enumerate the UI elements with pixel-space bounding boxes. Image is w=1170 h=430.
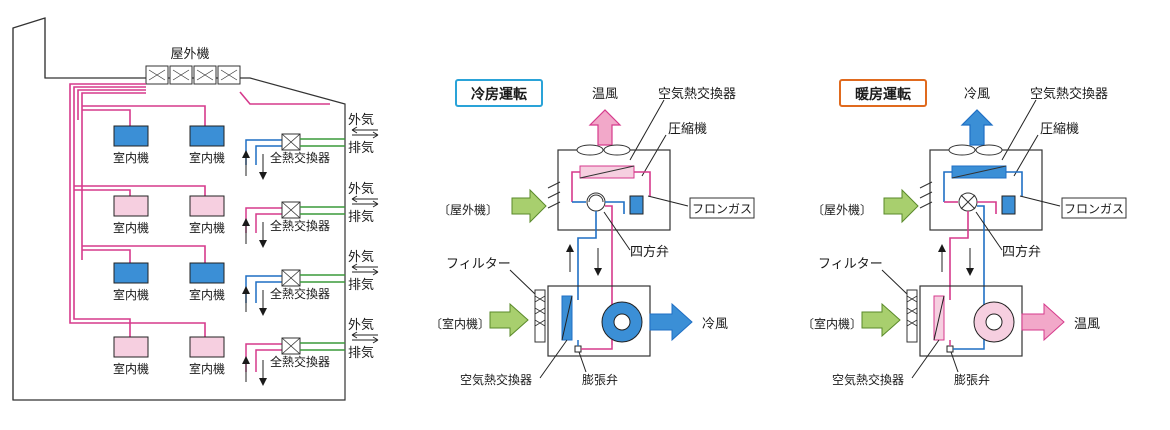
air-labels: 外気 排気 外気 排気 外気 排気 外気 排気 — [348, 112, 379, 361]
out-air-label: 温風 — [1074, 317, 1100, 332]
outside-air-label: 外気 — [348, 181, 374, 197]
outdoor-label: 〔屋外機〕 — [438, 202, 498, 217]
cooling-mode-title: 冷房運転 — [471, 86, 527, 103]
outside-air-label: 外気 — [348, 112, 374, 128]
outdoor-unit-box — [929, 149, 1043, 231]
air-hx-label: 空気熱交換器 — [658, 86, 736, 102]
air-hx-label: 空気熱交換器 — [1030, 86, 1108, 102]
outside-air-label: 外気 — [348, 249, 374, 265]
outdoor-unit-label: 屋外機 — [170, 47, 209, 62]
cooling-panel: 冷房運転 温風 空気熱交換器 圧縮機 〔屋外機〕 フロンガス — [430, 79, 755, 387]
indoor-unit-f1-b — [189, 125, 225, 147]
indoor-unit-f2-a — [113, 195, 149, 217]
outdoor-label: 〔屋外機〕 — [812, 202, 872, 217]
compressor — [1001, 195, 1016, 215]
indoor-unit-label: 室内機 — [113, 220, 149, 235]
exhaust-label: 排気 — [348, 277, 374, 293]
out-air-arrow — [1021, 302, 1065, 342]
compressor — [629, 195, 644, 215]
hrv-floor-1: 全熱交換器 — [242, 133, 345, 180]
expansion-valve — [574, 345, 582, 353]
four-way-valve — [586, 192, 606, 212]
heating-mode-title: 暖房運転 — [855, 86, 911, 103]
outdoor-intake-arrow — [883, 188, 919, 224]
indoor-unit-label: 室内機 — [113, 287, 149, 302]
hrv-label: 全熱交換器 — [270, 354, 330, 369]
out-air-arrow — [649, 302, 693, 342]
indoor-unit-f1-a — [113, 125, 149, 147]
indoor-intake-arrow — [489, 302, 529, 338]
top-air-label: 温風 — [592, 87, 618, 102]
indoor-units — [113, 125, 225, 358]
top-air-label: 冷風 — [964, 87, 990, 102]
four-way-label: 四方弁 — [1002, 244, 1041, 260]
cooling-mode-box — [455, 79, 543, 107]
indoor-unit-f3-a — [113, 262, 149, 284]
top-air-arrow — [588, 109, 622, 146]
expansion-valve — [946, 345, 954, 353]
hrv-label: 全熱交換器 — [270, 286, 330, 301]
filter-label: フィルター — [446, 257, 511, 272]
four-way-label: 四方弁 — [630, 244, 669, 260]
indoor-unit-f2-b — [189, 195, 225, 217]
indoor-hx-label: 空気熱交換器 — [832, 372, 904, 387]
expansion-label: 膨張弁 — [582, 372, 618, 387]
hrv-label: 全熱交換器 — [270, 150, 330, 165]
hrv-label: 全熱交換器 — [270, 218, 330, 233]
indoor-label: 〔室内機〕 — [430, 316, 490, 331]
filter — [906, 289, 918, 343]
exhaust-label: 排気 — [348, 209, 374, 225]
indoor-hx-label: 空気熱交換器 — [460, 372, 532, 387]
indoor-intake-arrow — [861, 302, 901, 338]
hrv-floor-3: 全熱交換器 — [242, 269, 345, 316]
refrigerant-piping — [69, 83, 330, 337]
filter — [534, 289, 546, 343]
indoor-unit-label: 室内機 — [189, 150, 225, 165]
exhaust-label: 排気 — [348, 345, 374, 361]
indoor-label: 〔室内機〕 — [802, 316, 862, 331]
indoor-unit-label: 室内機 — [113, 150, 149, 165]
expansion-label: 膨張弁 — [954, 372, 990, 387]
indoor-unit-f4-b — [189, 336, 225, 358]
top-air-arrow — [960, 109, 994, 146]
building-panel: 屋外機 — [12, 17, 379, 401]
compressor-label: 圧縮機 — [668, 121, 707, 137]
hrv-floor-4: 全熱交換器 — [242, 337, 345, 386]
indoor-unit-label: 室内機 — [189, 361, 225, 376]
heating-panel: 暖房運転 冷風 空気熱交換器 圧縮機 〔屋外機〕 フロンガス 四方弁 フィルター — [802, 79, 1127, 387]
outdoor-unit-group — [145, 65, 241, 85]
out-air-label: 冷風 — [702, 317, 728, 332]
indoor-unit-f3-b — [189, 262, 225, 284]
filter-label: フィルター — [818, 257, 883, 272]
indoor-unit-label: 室内機 — [189, 220, 225, 235]
outdoor-unit-box — [557, 149, 671, 231]
freon-label: フロンガス — [1064, 202, 1124, 216]
indoor-unit-label: 室内機 — [189, 287, 225, 302]
indoor-unit-f4-a — [113, 336, 149, 358]
hrv-floor-2: 全熱交換器 — [242, 201, 345, 248]
outside-air-label: 外気 — [348, 317, 374, 333]
compressor-label: 圧縮機 — [1040, 121, 1079, 137]
indoor-unit-label: 室内機 — [113, 361, 149, 376]
freon-label: フロンガス — [692, 202, 752, 216]
heating-mode-box — [839, 79, 927, 107]
outdoor-intake-arrow — [511, 188, 547, 224]
exhaust-label: 排気 — [348, 140, 374, 156]
